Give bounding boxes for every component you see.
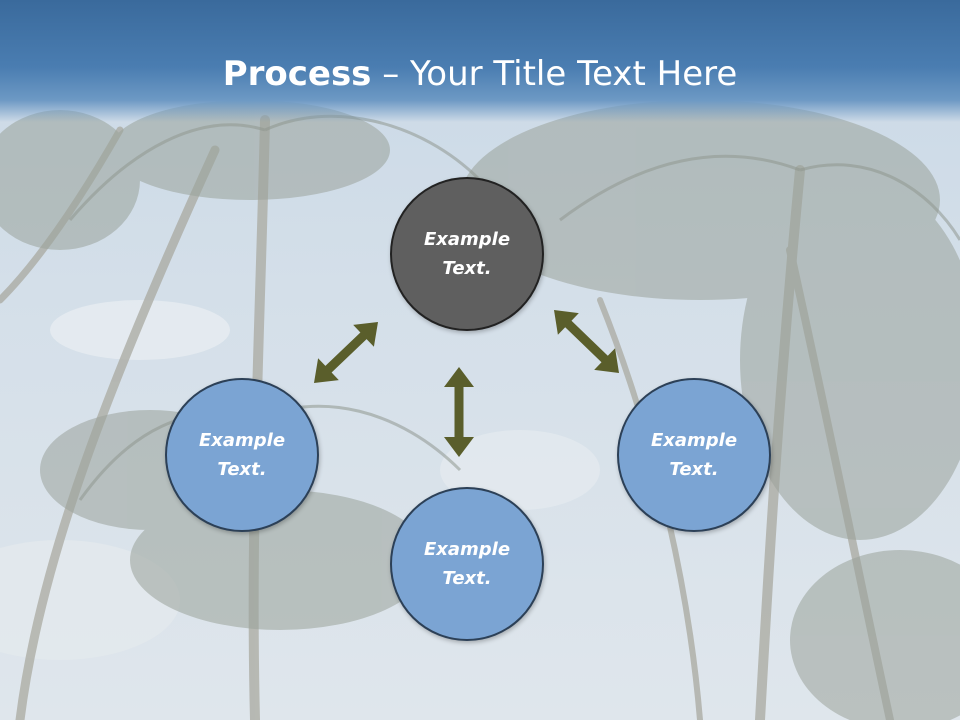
node-label: Example Text. xyxy=(198,430,286,480)
slide-title: Process – Your Title Text Here xyxy=(0,52,960,96)
double-arrow-top-right xyxy=(554,310,619,373)
process-node-left[interactable]: Example Text. xyxy=(165,378,319,532)
title-header-band xyxy=(0,0,960,122)
node-label: Example Text. xyxy=(650,430,738,480)
node-label: Example Text. xyxy=(423,229,511,279)
double-arrow-top-bottom xyxy=(444,367,474,457)
title-bold-part: Process xyxy=(222,54,372,94)
process-node-right[interactable]: Example Text. xyxy=(617,378,771,532)
process-node-bottom[interactable]: Example Text. xyxy=(390,487,544,641)
process-node-top[interactable]: Example Text. xyxy=(390,177,544,331)
node-label: Example Text. xyxy=(423,539,511,589)
title-rest-part: – Your Title Text Here xyxy=(371,54,738,94)
double-arrow-top-left xyxy=(314,322,378,383)
